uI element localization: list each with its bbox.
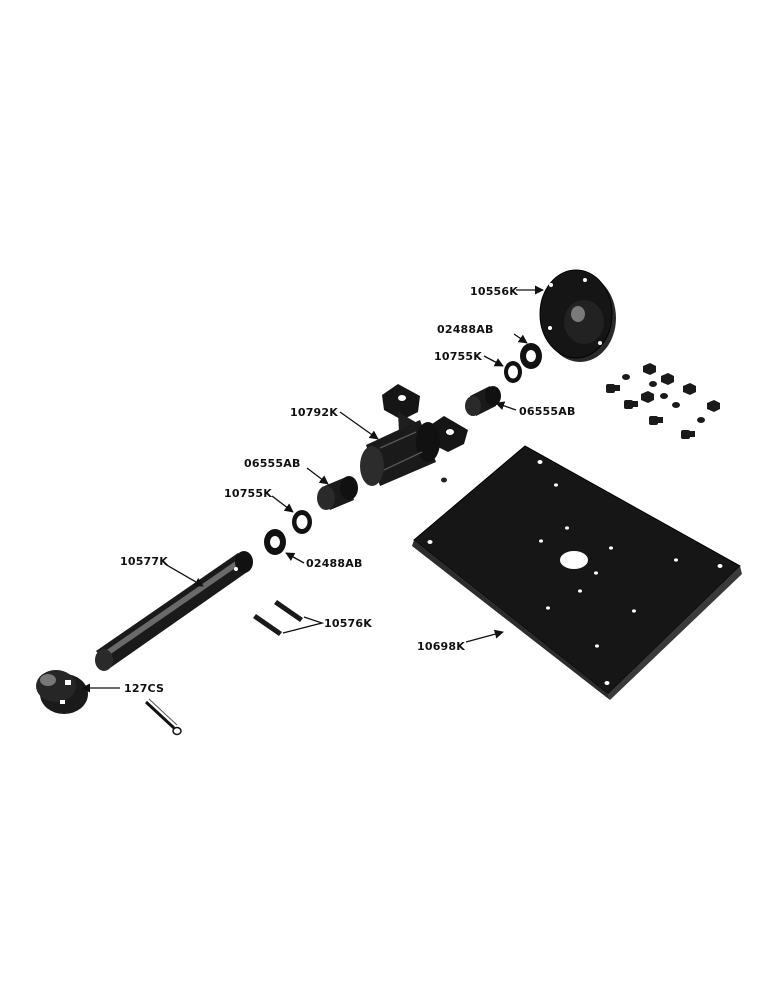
label-06555ab-upper: 06555AB [519, 405, 576, 418]
collar-part [36, 670, 88, 714]
label-02488ab-upper: 02488AB [437, 323, 494, 336]
bracket-part [360, 384, 468, 486]
label-10755k-lower: 10755K [224, 487, 272, 500]
label-10556k: 10556K [470, 285, 518, 298]
label-10792k: 10792K [290, 406, 338, 419]
leader-lines [81, 285, 544, 693]
label-10755k-upper: 10755K [434, 350, 482, 363]
hardware-cluster [606, 363, 720, 439]
pins-part [253, 600, 303, 636]
label-10576k: 10576K [324, 617, 372, 630]
shaft-part [95, 551, 253, 671]
washer-10755k-lower-part [292, 510, 312, 534]
label-10698k: 10698K [417, 640, 465, 653]
label-127cs: 127CS [124, 682, 164, 695]
cotter-pin-part [144, 698, 182, 736]
washer-10755k-upper-part [504, 361, 522, 383]
bushing-lower-part [317, 476, 358, 510]
washer-02488ab-lower-part [264, 529, 286, 555]
label-02488ab-lower: 02488AB [306, 557, 363, 570]
label-10577k: 10577K [120, 555, 168, 568]
bushing-upper-part [465, 386, 501, 416]
base-plate-part [412, 445, 742, 700]
washer-02488ab-upper-part [520, 343, 542, 369]
hub-part [539, 269, 616, 362]
label-06555ab-lower: 06555AB [244, 457, 301, 470]
